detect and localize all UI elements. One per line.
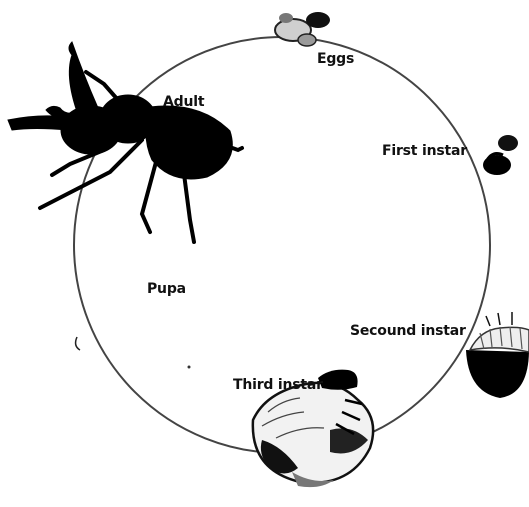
stage-label-pupa: Pupa [147,281,186,297]
first-instar-illustration [483,135,518,175]
adult-stag-beetle-silhouette [8,42,242,242]
stage-label-first-instar: First instar [382,143,467,159]
stage-label-adult: Adult [163,94,204,110]
stage-label-eggs: Eggs [317,51,354,67]
pupa-illustration [76,337,191,369]
second-instar-illustration [466,312,529,398]
stage-label-third-instar: Third instar [233,377,323,393]
stage-label-second-instar: Secound instar [350,323,466,339]
